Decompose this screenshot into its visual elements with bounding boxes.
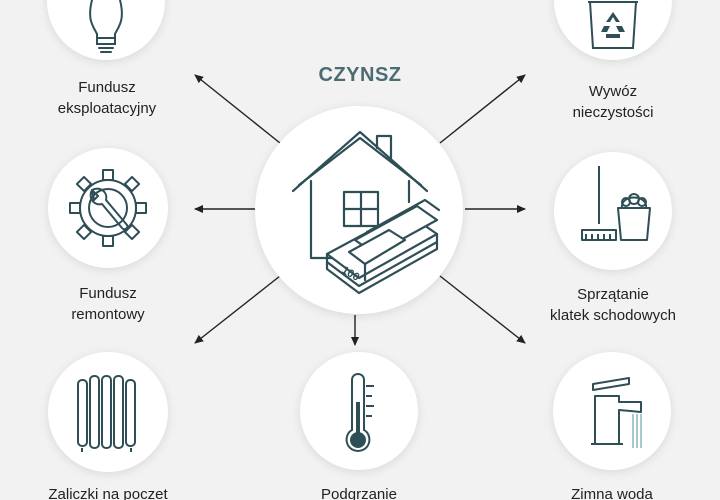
circle-fundusz-remontowy (48, 148, 168, 268)
circle-fundusz-eksploatacyjny (47, 0, 165, 60)
thermometer-icon (345, 373, 374, 453)
arrow-to-fundusz-eksploatacyjny (194, 74, 281, 144)
label-podgrzanie: Podgrzanie (321, 486, 397, 500)
circle-zimna-woda (553, 352, 671, 470)
circle-sprzatanie (554, 152, 672, 270)
mop-bucket-icon (581, 166, 651, 241)
circle-podgrzanie (300, 352, 418, 470)
label-zaliczki: Zaliczki na poczet (48, 486, 168, 500)
center-circle: 100 (255, 106, 463, 314)
arrow-to-zimna-woda (439, 275, 526, 344)
label-fundusz-eksploatacyjny: Fundusz eksploatacyjny (57, 79, 157, 117)
label-fundusz-remontowy: Fundusz remontowy (71, 285, 145, 323)
faucet-icon (591, 377, 642, 448)
recycle-bin-icon (588, 1, 638, 49)
circle-zaliczki (48, 352, 168, 472)
arrow-to-wywoz (439, 74, 526, 144)
diagram-title: CZYNSZ (318, 64, 402, 86)
circle-wywoz (554, 0, 672, 60)
house-money-icon: 100 (291, 130, 441, 295)
lightbulb-icon (89, 0, 123, 53)
label-sprzatanie: Sprzątanie klatek schodowych (550, 286, 676, 324)
label-zimna-woda: Zimna woda (571, 486, 653, 500)
label-wywoz: Wywóz nieczystości (572, 83, 654, 121)
radiator-icon (77, 375, 136, 452)
arrow-to-zaliczki (194, 275, 281, 344)
gear-wrench-icon (69, 169, 147, 247)
